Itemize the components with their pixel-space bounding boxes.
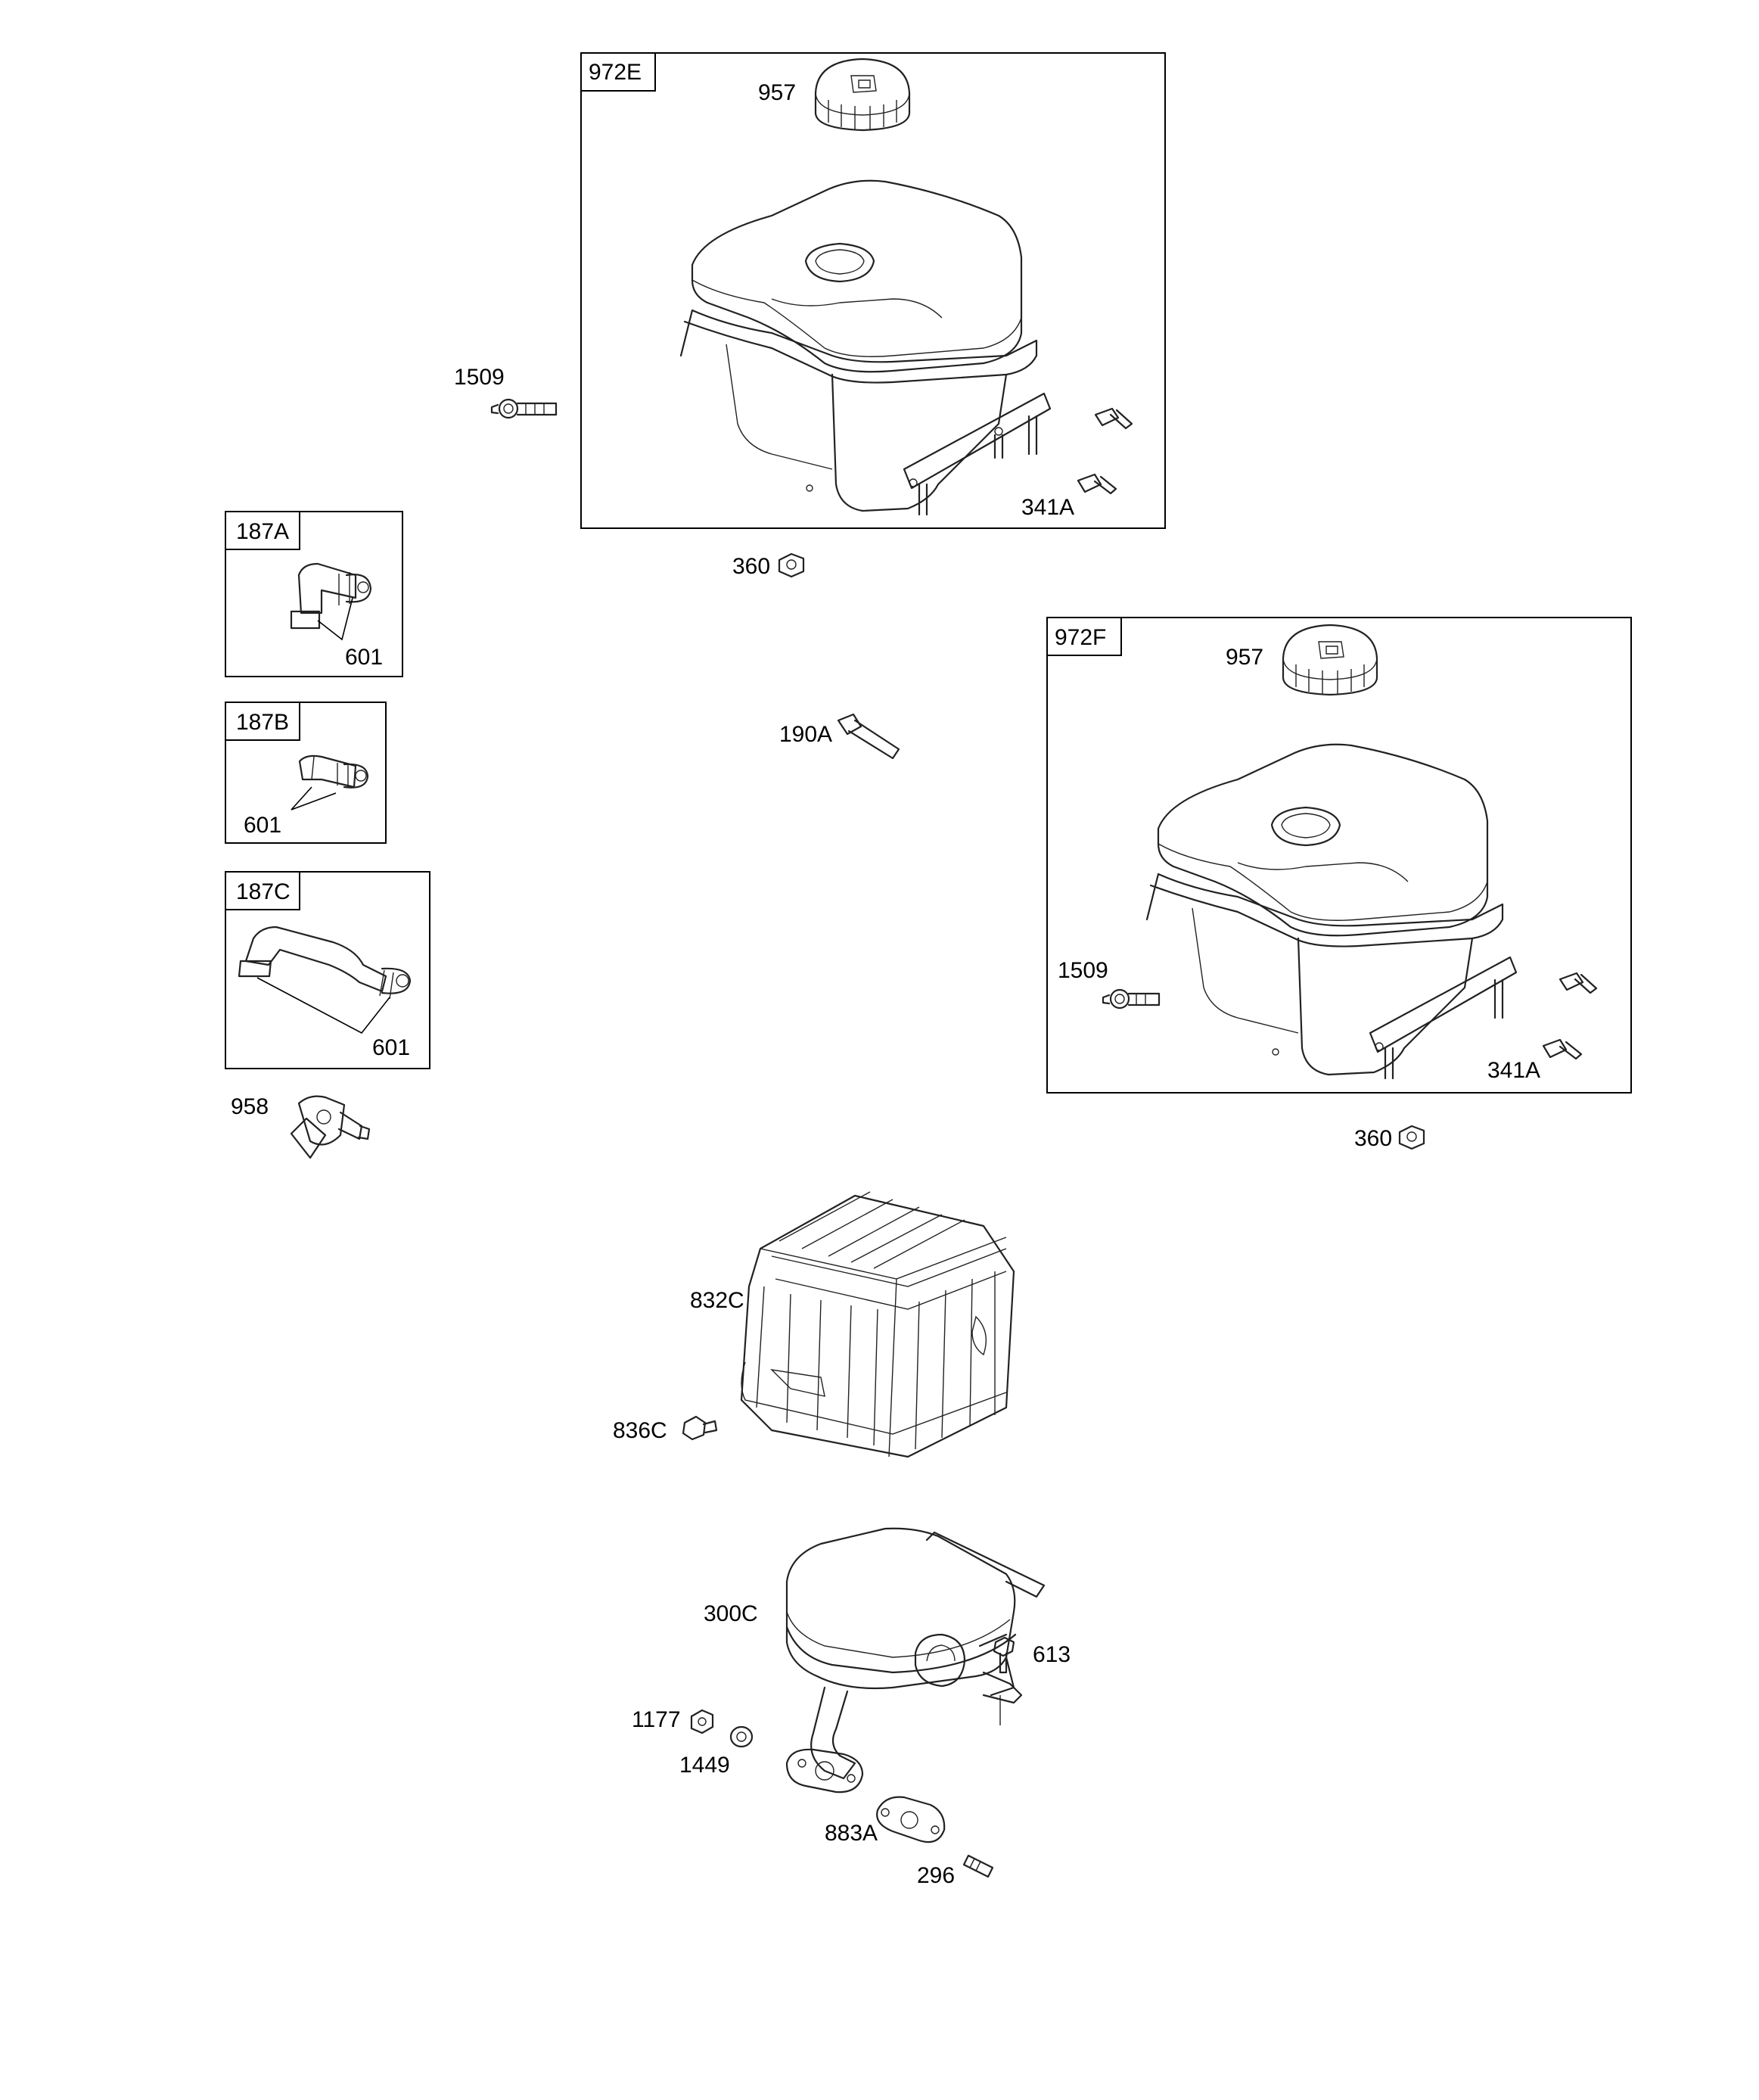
group-972E-frame xyxy=(580,52,1166,529)
group-187C-frame xyxy=(225,871,430,1069)
fuel-tank-right-icon xyxy=(1145,743,1518,1080)
fuel-hose-187B-icon xyxy=(298,754,369,789)
fuel-hose-187C-icon xyxy=(238,926,412,1000)
group-187C-label: 187C xyxy=(236,879,291,904)
bolt-190A-icon xyxy=(837,713,900,760)
group-187A: 187A 601 xyxy=(225,511,403,677)
nut-360-right-icon xyxy=(1398,1125,1425,1150)
part-1509-top-label: 1509 xyxy=(454,365,505,390)
part-296-label: 296 xyxy=(917,1863,955,1888)
muffler-guard-832C-icon xyxy=(740,1191,1015,1458)
part-613-label: 613 xyxy=(1033,1642,1071,1667)
bolt-341A-lower-icon xyxy=(1077,473,1117,495)
fuel-tank-icon xyxy=(679,179,1052,516)
group-972F: 972F 957 xyxy=(1046,617,1632,1094)
fuel-cap-957-right-icon xyxy=(1282,624,1378,696)
part-341A-label: 341A xyxy=(1021,495,1074,520)
fuel-hose-187A-icon xyxy=(290,562,372,630)
part-300C-label: 300C xyxy=(704,1601,758,1626)
part-957-label: 957 xyxy=(758,80,796,105)
part-601-b-leader xyxy=(291,786,337,810)
group-187C-tag-box xyxy=(225,871,300,910)
bolt-341A-right-upper-icon xyxy=(1559,972,1598,994)
group-187C: 187C 601 xyxy=(225,871,430,1069)
group-187A-frame xyxy=(225,511,403,677)
part-836C-label: 836C xyxy=(613,1418,667,1443)
group-187A-label: 187A xyxy=(236,519,289,544)
part-601-a-label: 601 xyxy=(345,645,383,670)
fuel-cap-957-icon xyxy=(814,58,911,132)
bolt-341A-right-lower-icon xyxy=(1542,1038,1583,1060)
group-187B-label: 187B xyxy=(236,710,289,735)
screw-613-icon xyxy=(993,1636,1015,1674)
fuel-shutoff-958-icon xyxy=(290,1095,371,1159)
part-360-right-label: 360 xyxy=(1354,1126,1392,1151)
part-360-top-label: 360 xyxy=(732,554,770,579)
group-972F-label: 972F xyxy=(1055,625,1106,650)
part-601-b-label: 601 xyxy=(244,813,281,838)
gasket-883A-icon xyxy=(876,1796,946,1843)
part-883A-label: 883A xyxy=(825,1821,878,1846)
part-1509-right-label: 1509 xyxy=(1058,958,1108,983)
part-958-label: 958 xyxy=(231,1094,269,1119)
part-1177-label: 1177 xyxy=(632,1707,681,1732)
nut-1177-icon xyxy=(690,1709,714,1734)
bolt-341A-upper-icon xyxy=(1094,407,1133,430)
group-187B: 187B 601 xyxy=(225,702,387,844)
fuel-valve-1509-icon xyxy=(490,398,558,419)
group-972F-frame xyxy=(1046,617,1632,1094)
part-832C-label: 832C xyxy=(690,1288,744,1313)
group-187B-tag-box xyxy=(225,702,300,741)
group-972E-tag-box xyxy=(580,52,656,92)
group-187B-frame xyxy=(225,702,387,844)
part-341A-right-label: 341A xyxy=(1487,1058,1540,1083)
part-957-right-label: 957 xyxy=(1226,645,1263,670)
nut-360-top-icon xyxy=(778,552,805,578)
washer-1449-icon xyxy=(729,1725,754,1748)
group-972F-tag-box xyxy=(1046,617,1122,656)
group-187A-tag-box xyxy=(225,511,300,550)
screw-836C-icon xyxy=(682,1415,718,1441)
fuel-valve-1509-right-icon xyxy=(1102,988,1161,1010)
stud-296-icon xyxy=(962,1854,994,1878)
part-601-c-leader xyxy=(256,977,390,1034)
part-1449-label: 1449 xyxy=(679,1753,730,1778)
part-601-a-leader xyxy=(317,597,353,641)
part-601-c-label: 601 xyxy=(372,1035,410,1060)
group-972E: 972E 957 xyxy=(580,52,1166,529)
group-972E-label: 972E xyxy=(589,60,642,85)
part-190A-label: 190A xyxy=(779,722,832,747)
